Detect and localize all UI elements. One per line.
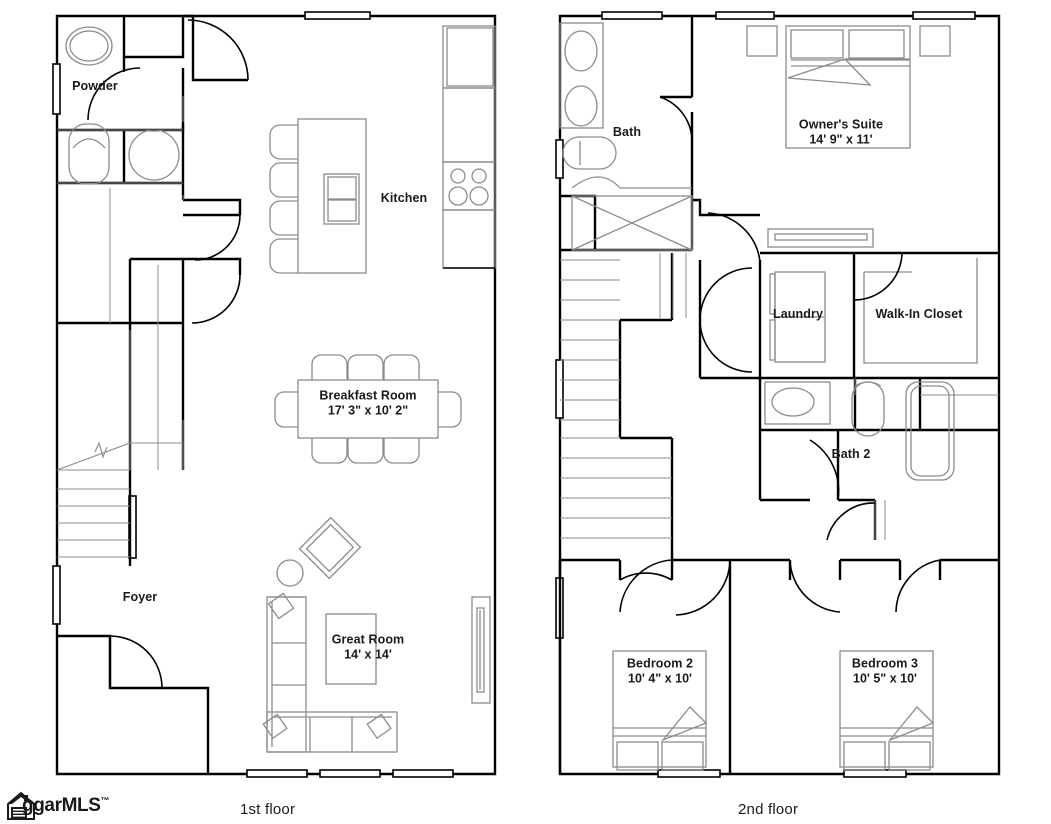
closet-door-1-icon — [194, 214, 241, 261]
first-floor-detail-lines — [57, 96, 184, 470]
bath2-toilet-icon — [851, 381, 885, 437]
powder-door-icon — [87, 67, 141, 121]
area-rug-icon — [325, 613, 377, 685]
bath2-fixtures — [764, 381, 955, 481]
first-floor-caption: 1st floor — [240, 801, 296, 818]
second-floor-partitions — [558, 16, 999, 774]
owners-suite-door-icon — [707, 212, 761, 263]
second-floor-caption: 2nd floor — [738, 801, 799, 818]
bedroom3-door-icon — [789, 559, 841, 613]
bedroom3-bed-icon — [839, 650, 935, 771]
bedroom2-door-icon — [619, 559, 673, 613]
dresser-icon — [767, 228, 874, 248]
closet-door-2-icon — [191, 274, 241, 324]
second-floor-doors[interactable] — [619, 96, 941, 616]
bed-icon — [785, 25, 911, 149]
bedroom2-bed-icon — [612, 650, 708, 771]
kitchen-door-icon — [187, 19, 249, 81]
powder-room-fixtures — [65, 26, 180, 185]
laundry-door-1-icon — [699, 267, 753, 321]
fireplace-icon — [471, 596, 491, 704]
bath-fixtures — [559, 22, 693, 251]
shower-icon — [571, 195, 693, 251]
bedroom3b-door-icon — [895, 559, 941, 613]
laundry-door-2-icon — [699, 319, 753, 373]
bath2-door-icon — [809, 439, 840, 501]
side-table-icon — [276, 559, 304, 587]
toilet-icon — [562, 136, 617, 170]
first-floor-doors[interactable] — [87, 19, 249, 689]
closet-shelf-icon — [863, 258, 978, 364]
mls-watermark: ggarMLS™ — [6, 789, 109, 823]
bedroom2-door-a-icon — [619, 572, 673, 581]
kitchen-island-icon — [269, 118, 367, 274]
great-room-furniture — [262, 516, 491, 753]
hall-closet-door-icon — [826, 502, 876, 541]
staircase-icon — [56, 441, 184, 558]
bath-door-icon — [659, 96, 693, 143]
nightstand-icon — [746, 25, 951, 57]
staircase-icon — [560, 259, 672, 539]
mls-watermark-text: ggarMLS™ — [22, 795, 110, 816]
house-logo-icon — [7, 791, 35, 820]
bathtub-icon — [905, 381, 955, 481]
kitchen-appliances — [442, 25, 496, 269]
entry-door-icon — [109, 635, 163, 689]
second-floor-detail-lines — [659, 253, 999, 540]
dining-table-icon — [274, 354, 462, 464]
washer-dryer-icon — [769, 271, 826, 363]
bedroom2b-door-icon — [675, 559, 731, 616]
double-vanity-icon — [559, 22, 604, 129]
armchair-icon — [298, 516, 362, 580]
walkin-closet-door-icon — [853, 252, 903, 301]
bath2-sink-icon — [764, 381, 831, 425]
second-floor-walls — [558, 14, 1001, 776]
